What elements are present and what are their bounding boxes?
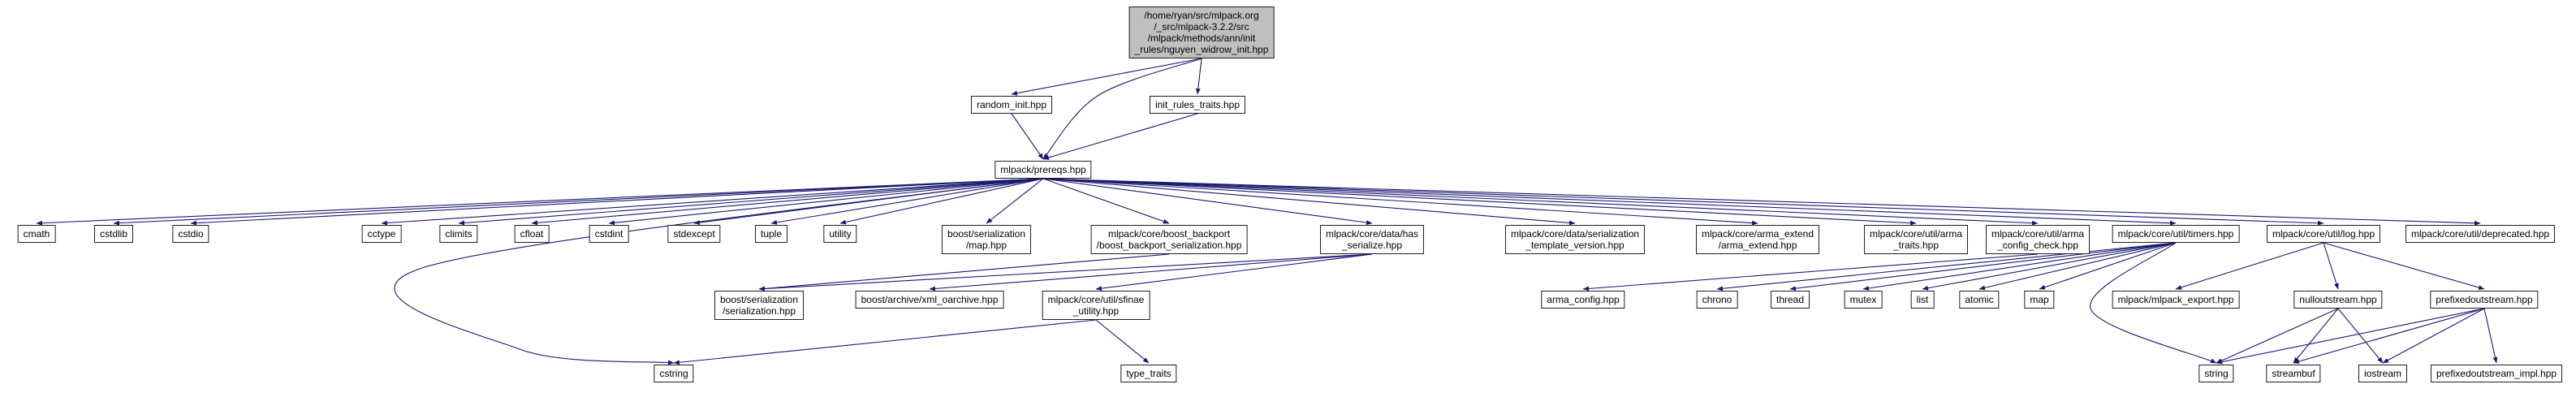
graph-node-streambuf: streambuf bbox=[2266, 365, 2321, 382]
graph-node-current-file: /home/ryan/src/mlpack.org /_src/mlpack-3… bbox=[1128, 6, 1275, 58]
graph-node-sfinae-utility[interactable]: mlpack/core/util/sfinae _utility.hpp bbox=[1042, 291, 1150, 320]
graph-node-type-traits: type_traits bbox=[1120, 365, 1177, 382]
graph-node-prefixedoutstream[interactable]: prefixedoutstream.hpp bbox=[2430, 291, 2539, 309]
graph-node-mlpack-export[interactable]: mlpack/mlpack_export.hpp bbox=[2112, 291, 2240, 309]
graph-node-boost-serialization-map: boost/serialization /map.hpp bbox=[941, 225, 1032, 254]
graph-node-deprecated[interactable]: mlpack/core/util/deprecated.hpp bbox=[2405, 225, 2556, 243]
graph-node-list: list bbox=[1910, 291, 1935, 309]
graph-node-arma-config-check[interactable]: mlpack/core/util/arma _config_check.hpp bbox=[1985, 225, 2091, 254]
graph-node-string: string bbox=[2198, 365, 2234, 382]
graph-node-prereqs[interactable]: mlpack/prereqs.hpp bbox=[995, 161, 1092, 179]
graph-node-cstring: cstring bbox=[654, 365, 694, 382]
graph-node-chrono: chrono bbox=[1696, 291, 1738, 309]
graph-node-cstdlib: cstdlib bbox=[93, 225, 134, 243]
graph-node-cfloat: cfloat bbox=[514, 225, 550, 243]
graph-node-init-rules-traits[interactable]: init_rules_traits.hpp bbox=[1149, 96, 1246, 114]
graph-node-log[interactable]: mlpack/core/util/log.hpp bbox=[2266, 225, 2381, 243]
graph-node-timers[interactable]: mlpack/core/util/timers.hpp bbox=[2112, 225, 2240, 243]
graph-node-map: map bbox=[2024, 291, 2055, 309]
graph-node-boost-serialization: boost/serialization /serialization.hpp bbox=[714, 291, 805, 320]
graph-node-arma-config[interactable]: arma_config.hpp bbox=[1541, 291, 1625, 309]
graph-node-nulloutstream[interactable]: nulloutstream.hpp bbox=[2293, 291, 2383, 309]
graph-node-cstdint: cstdint bbox=[589, 225, 629, 243]
graph-node-boost-backport-serialization[interactable]: mlpack/core/boost_backport /boost_backpo… bbox=[1090, 225, 1248, 254]
graph-node-prefixedoutstream-impl[interactable]: prefixedoutstream_impl.hpp bbox=[2430, 365, 2563, 382]
graph-node-random-init[interactable]: random_init.hpp bbox=[970, 96, 1053, 114]
graph-node-utility: utility bbox=[823, 225, 857, 243]
graph-node-cmath: cmath bbox=[17, 225, 56, 243]
graph-node-cstdio: cstdio bbox=[172, 225, 209, 243]
graph-node-arma-extend[interactable]: mlpack/core/arma_extend /arma_extend.hpp bbox=[1695, 225, 1820, 254]
graph-node-tuple: tuple bbox=[754, 225, 788, 243]
graph-node-iostream: iostream bbox=[2358, 365, 2408, 382]
graph-node-mutex: mutex bbox=[1844, 291, 1883, 309]
graph-node-boost-xml-oarchive: boost/archive/xml_oarchive.hpp bbox=[855, 291, 1004, 309]
graph-node-atomic: atomic bbox=[1959, 291, 2000, 309]
graph-node-thread: thread bbox=[1770, 291, 1810, 309]
graph-node-serialization-template-version[interactable]: mlpack/core/data/serialization _template… bbox=[1504, 225, 1646, 254]
graph-node-cctype: cctype bbox=[361, 225, 402, 243]
graph-node-climits: climits bbox=[439, 225, 478, 243]
graph-node-has-serialize[interactable]: mlpack/core/data/has _serialize.hpp bbox=[1319, 225, 1425, 254]
graph-node-stdexcept: stdexcept bbox=[667, 225, 721, 243]
graph-node-arma-traits[interactable]: mlpack/core/util/arma _traits.hpp bbox=[1863, 225, 1969, 254]
